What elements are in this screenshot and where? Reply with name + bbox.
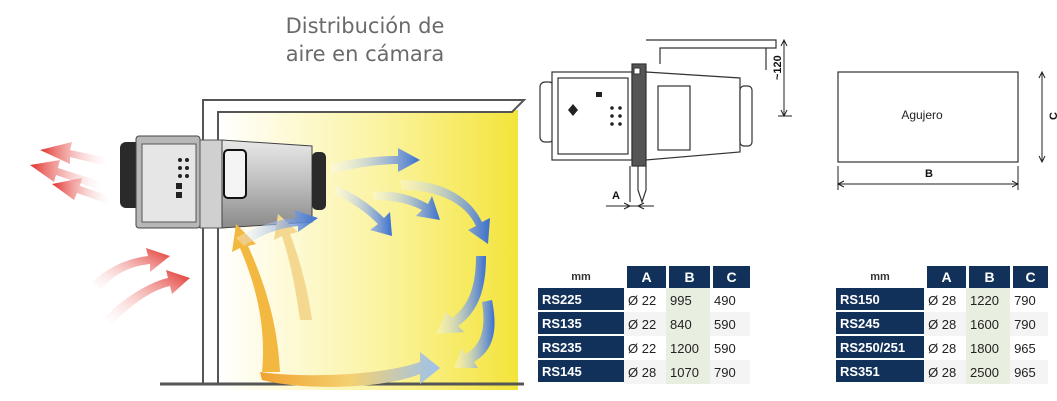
model-cell: RS135 (538, 312, 625, 336)
model-cell: RS235 (538, 336, 625, 360)
col-b-header: B (966, 266, 1011, 288)
model-cell: RS145 (538, 360, 625, 384)
c-cell: 790 (1010, 312, 1048, 336)
a-cell: Ø 22 (628, 340, 657, 356)
b-cell: 995 (666, 288, 711, 312)
b-cell: 1070 (666, 360, 711, 384)
dim-c-label: C (1048, 112, 1057, 120)
model-cell: RS225 (538, 288, 625, 312)
c-cell: 790 (1014, 292, 1036, 308)
hole-label: Agujero (901, 108, 943, 122)
table-row: RS135 Ø 22 840 590 (538, 312, 750, 336)
table-row: RS235 Ø 22 1200 590 (538, 336, 750, 360)
c-cell: 590 (710, 312, 750, 336)
col-b-header: B (666, 266, 711, 288)
table-header-row: mm A B C (836, 266, 1048, 288)
b-cell: 1600 (966, 312, 1011, 336)
unit-label: mm (571, 271, 591, 283)
a-cell: Ø 28 (924, 360, 967, 384)
a-cell: Ø 22 (628, 292, 657, 308)
col-a-header: A (924, 266, 967, 288)
b-cell: 840 (666, 312, 711, 336)
b-cell: 1800 (966, 336, 1011, 360)
c-cell: 790 (710, 360, 750, 384)
a-cell: Ø 22 (624, 312, 666, 336)
c-cell: 490 (714, 292, 736, 308)
model-cell: RS245 (836, 312, 925, 336)
dim-a-label: A (612, 190, 620, 202)
c-cell: 965 (1010, 360, 1048, 384)
dim-clearance-label: ~120 (772, 55, 784, 80)
table-row: RS150 Ø 28 1220 790 (836, 288, 1048, 312)
spec-table-left: mm A B C RS225 Ø 22 995 490 RS135 Ø 22 8… (538, 266, 750, 384)
c-cell: 965 (1014, 340, 1036, 356)
unit-label: mm (870, 271, 890, 283)
model-cell: RS150 (836, 288, 925, 312)
table-row: RS250/251 Ø 28 1800 965 (836, 336, 1048, 360)
table-row: RS245 Ø 28 1600 790 (836, 312, 1048, 336)
diagram-title: Distribución de aire en cámara (250, 12, 480, 68)
table-header-row: mm A B C (538, 266, 750, 288)
model-cell: RS351 (836, 360, 925, 384)
table-row: RS225 Ø 22 995 490 (538, 288, 750, 312)
col-c-header: C (710, 266, 750, 288)
side-view-drawing (539, 38, 792, 210)
model-cell: RS250/251 (836, 336, 925, 360)
spec-table-right: mm A B C RS150 Ø 28 1220 790 RS245 Ø 28 … (836, 266, 1048, 384)
a-cell: Ø 28 (928, 340, 957, 356)
c-cell: 590 (714, 340, 736, 356)
b-cell: 1200 (666, 336, 711, 360)
hole-drawing (836, 70, 1046, 190)
dim-b-label: B (925, 168, 933, 180)
title-line-1: Distribución de (285, 14, 445, 38)
b-cell: 2500 (966, 360, 1011, 384)
table-row: RS145 Ø 28 1070 790 (538, 360, 750, 384)
room-illustration (30, 99, 527, 390)
title-line-2: aire en cámara (285, 42, 445, 66)
col-a-header: A (624, 266, 666, 288)
table-row: RS351 Ø 28 2500 965 (836, 360, 1048, 384)
col-c-header: C (1010, 266, 1048, 288)
a-cell: Ø 28 (924, 312, 967, 336)
a-cell: Ø 28 (624, 360, 666, 384)
b-cell: 1220 (966, 288, 1011, 312)
a-cell: Ø 28 (928, 292, 957, 308)
